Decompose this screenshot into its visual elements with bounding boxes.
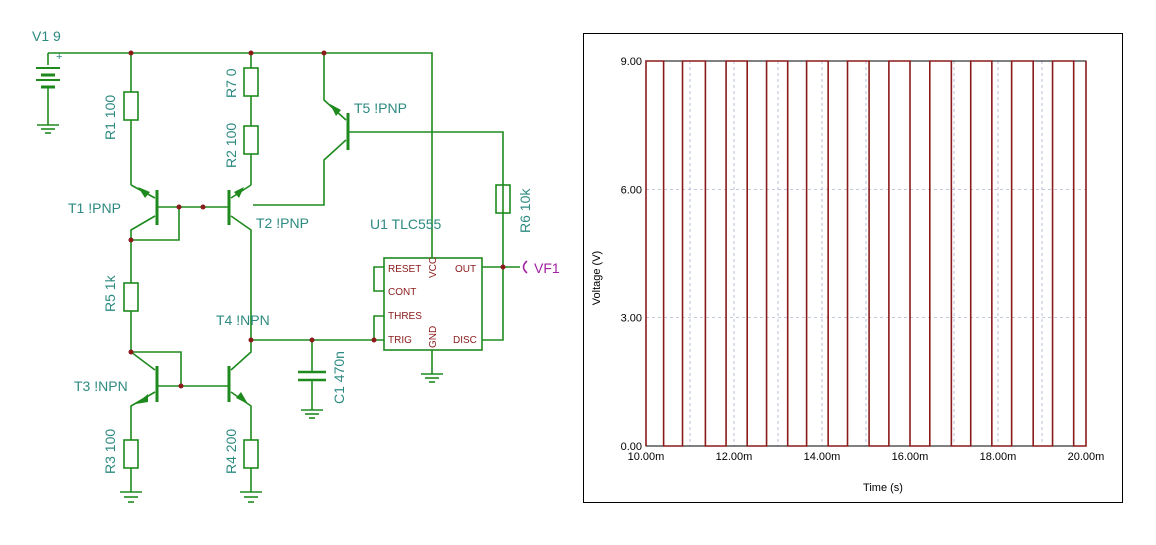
pin-thres: THRES bbox=[388, 311, 422, 322]
r7-label: R7 0 bbox=[223, 68, 239, 98]
r4-label: R4 200 bbox=[223, 429, 239, 474]
c1-label: C1 470n bbox=[331, 351, 347, 404]
r1-label: R1 100 bbox=[102, 95, 118, 140]
pin-vcc: VCC bbox=[428, 257, 439, 278]
pin-gnd: GND bbox=[428, 326, 439, 348]
resistor-r7 bbox=[243, 53, 259, 126]
y-axis-title: Voltage (V) bbox=[591, 251, 603, 305]
r6-label: R6 10k bbox=[517, 188, 533, 233]
resistor-r3 bbox=[120, 439, 142, 503]
capacitor-c1 bbox=[298, 340, 326, 419]
y-axis-ticks: 0.00 3.00 6.00 9.00 bbox=[621, 56, 642, 453]
x-tick-label: 12.00m bbox=[716, 451, 753, 463]
pin-cont: CONT bbox=[388, 287, 416, 298]
x-tick-label: 10.00m bbox=[628, 451, 665, 463]
t2-label: T2 !PNP bbox=[256, 215, 309, 231]
transistor-t1 bbox=[130, 184, 229, 241]
resistor-r1 bbox=[123, 53, 139, 185]
x-tick-label: 20.00m bbox=[1068, 451, 1105, 463]
resistor-r5 bbox=[123, 240, 139, 352]
t4-label: T4 !NPN bbox=[216, 312, 270, 328]
x-tick-label: 16.00m bbox=[892, 451, 929, 463]
r2-label: R2 100 bbox=[223, 123, 239, 168]
t5-label: T5 !PNP bbox=[354, 100, 407, 116]
pin-disc: DISC bbox=[453, 335, 477, 346]
t3-label: T3 !NPN bbox=[74, 378, 128, 394]
transistor-t5 bbox=[253, 53, 504, 206]
battery-v1 bbox=[36, 67, 60, 134]
x-tick-label: 18.00m bbox=[980, 451, 1017, 463]
voltage-time-chart: 10.00m 12.00m 14.00m 16.00m 18.00m 20.00m 0.0… bbox=[583, 33, 1123, 503]
vf1-label: VF1 bbox=[534, 260, 560, 276]
v1-plus-label: + bbox=[56, 51, 62, 63]
y-tick-label: 3.00 bbox=[621, 313, 642, 325]
chart-plot-area bbox=[645, 60, 1087, 447]
ic-u1 bbox=[373, 180, 520, 383]
y-tick-label: 0.00 bbox=[621, 441, 642, 453]
v1-label: V1 9 bbox=[32, 28, 61, 44]
y-tick-label: 6.00 bbox=[621, 184, 642, 196]
resistor-r4 bbox=[240, 439, 262, 503]
voltage-series-line bbox=[645, 60, 1087, 447]
r3-label: R3 100 bbox=[102, 429, 118, 474]
resistor-r6 bbox=[495, 184, 511, 214]
circuit-schematic: V1 9 + R1 100 R7 0 R2 100 T5 !PNP T1 !PN… bbox=[32, 28, 560, 503]
x-axis-title: Time (s) bbox=[863, 482, 903, 494]
pin-reset: RESET bbox=[388, 264, 421, 275]
transistor-t4 bbox=[227, 339, 374, 440]
x-axis-ticks: 10.00m 12.00m 14.00m 16.00m 18.00m 20.00m bbox=[628, 451, 1105, 463]
x-tick-label: 14.00m bbox=[804, 451, 841, 463]
y-tick-label: 9.00 bbox=[621, 56, 642, 68]
top-rail bbox=[47, 52, 433, 258]
transistor-t3 bbox=[130, 351, 229, 440]
junction-dots bbox=[128, 50, 506, 389]
pin-out: OUT bbox=[455, 264, 476, 275]
resistor-r2 bbox=[243, 125, 259, 185]
transistor-t2 bbox=[227, 184, 252, 340]
chart-grid bbox=[646, 61, 1086, 446]
probe-vf1 bbox=[522, 260, 528, 274]
u1-label: U1 TLC555 bbox=[370, 216, 442, 232]
r5-label: R5 1k bbox=[102, 274, 118, 312]
pin-trig: TRIG bbox=[388, 335, 412, 346]
t1-label: T1 !PNP bbox=[68, 200, 121, 216]
